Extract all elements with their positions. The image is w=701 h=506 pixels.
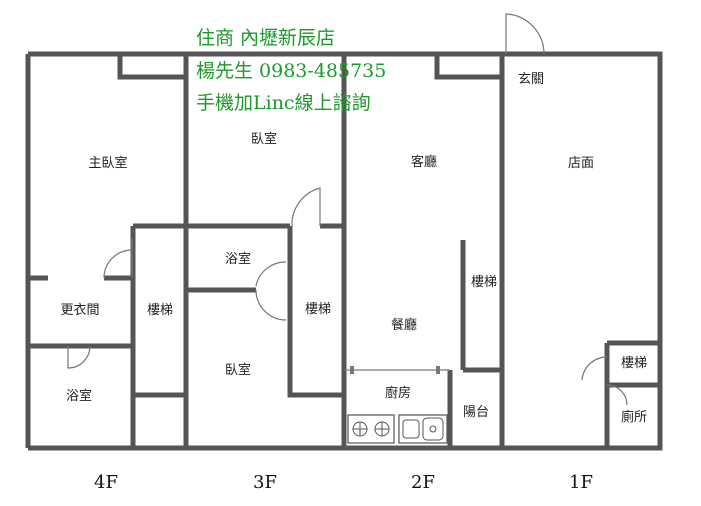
room-stairs-2f: 樓梯 — [471, 275, 497, 290]
floor-label-3f: 3F — [253, 472, 277, 493]
room-bedroom-3f-top: 臥室 — [251, 131, 277, 147]
room-closet: 更衣間 — [60, 302, 99, 318]
room-kitchen: 廚房 — [385, 385, 411, 401]
room-entrance: 玄關 — [518, 72, 544, 87]
room-living: 客廳 — [411, 154, 437, 170]
room-dining: 餐廳 — [391, 317, 417, 333]
promo-line-contact: 手機加Linc線上諮詢 — [196, 92, 371, 114]
promo-agent-phone: 楊先生 0983-485735 — [196, 60, 386, 82]
door-swing — [103, 249, 133, 279]
room-stairs-4f: 樓梯 — [147, 303, 173, 318]
door-swing — [291, 187, 321, 227]
agent-contact-overlay: 住商 內壢新辰店 楊先生 0983-485735 手機加Linc線上諮詢 — [196, 27, 386, 114]
room-master-bedroom: 主臥室 — [88, 155, 127, 171]
room-stairs-3f: 樓梯 — [305, 302, 331, 317]
floor-4f: 主臥室 更衣間 樓梯 浴室 4F — [25, 51, 189, 493]
floor-1f: 玄關 店面 樓梯 廁所 1F — [502, 13, 663, 493]
room-bedroom-3f-bottom: 臥室 — [225, 362, 251, 378]
floor-label-2f: 2F — [411, 472, 435, 493]
room-toilet: 廁所 — [621, 409, 647, 425]
floor-label-4f: 4F — [94, 472, 118, 493]
floor-label-1f: 1F — [569, 472, 593, 493]
sink-icon — [398, 414, 448, 444]
entrance-door-swing — [505, 13, 545, 55]
room-stairs-1f: 樓梯 — [621, 356, 647, 371]
room-bathroom-3f: 浴室 — [225, 251, 251, 267]
stove-icon — [347, 414, 395, 444]
room-bathroom-4f: 浴室 — [66, 388, 92, 404]
room-shop: 店面 — [568, 156, 594, 171]
promo-store-name: 住商 內壢新辰店 — [196, 27, 335, 49]
floor-3f: 臥室 浴室 樓梯 臥室 3F — [186, 51, 347, 493]
floor-2f: 客廳 樓梯 餐廳 廚房 陽台 2F — [344, 51, 505, 493]
room-balcony: 陽台 — [463, 405, 489, 420]
